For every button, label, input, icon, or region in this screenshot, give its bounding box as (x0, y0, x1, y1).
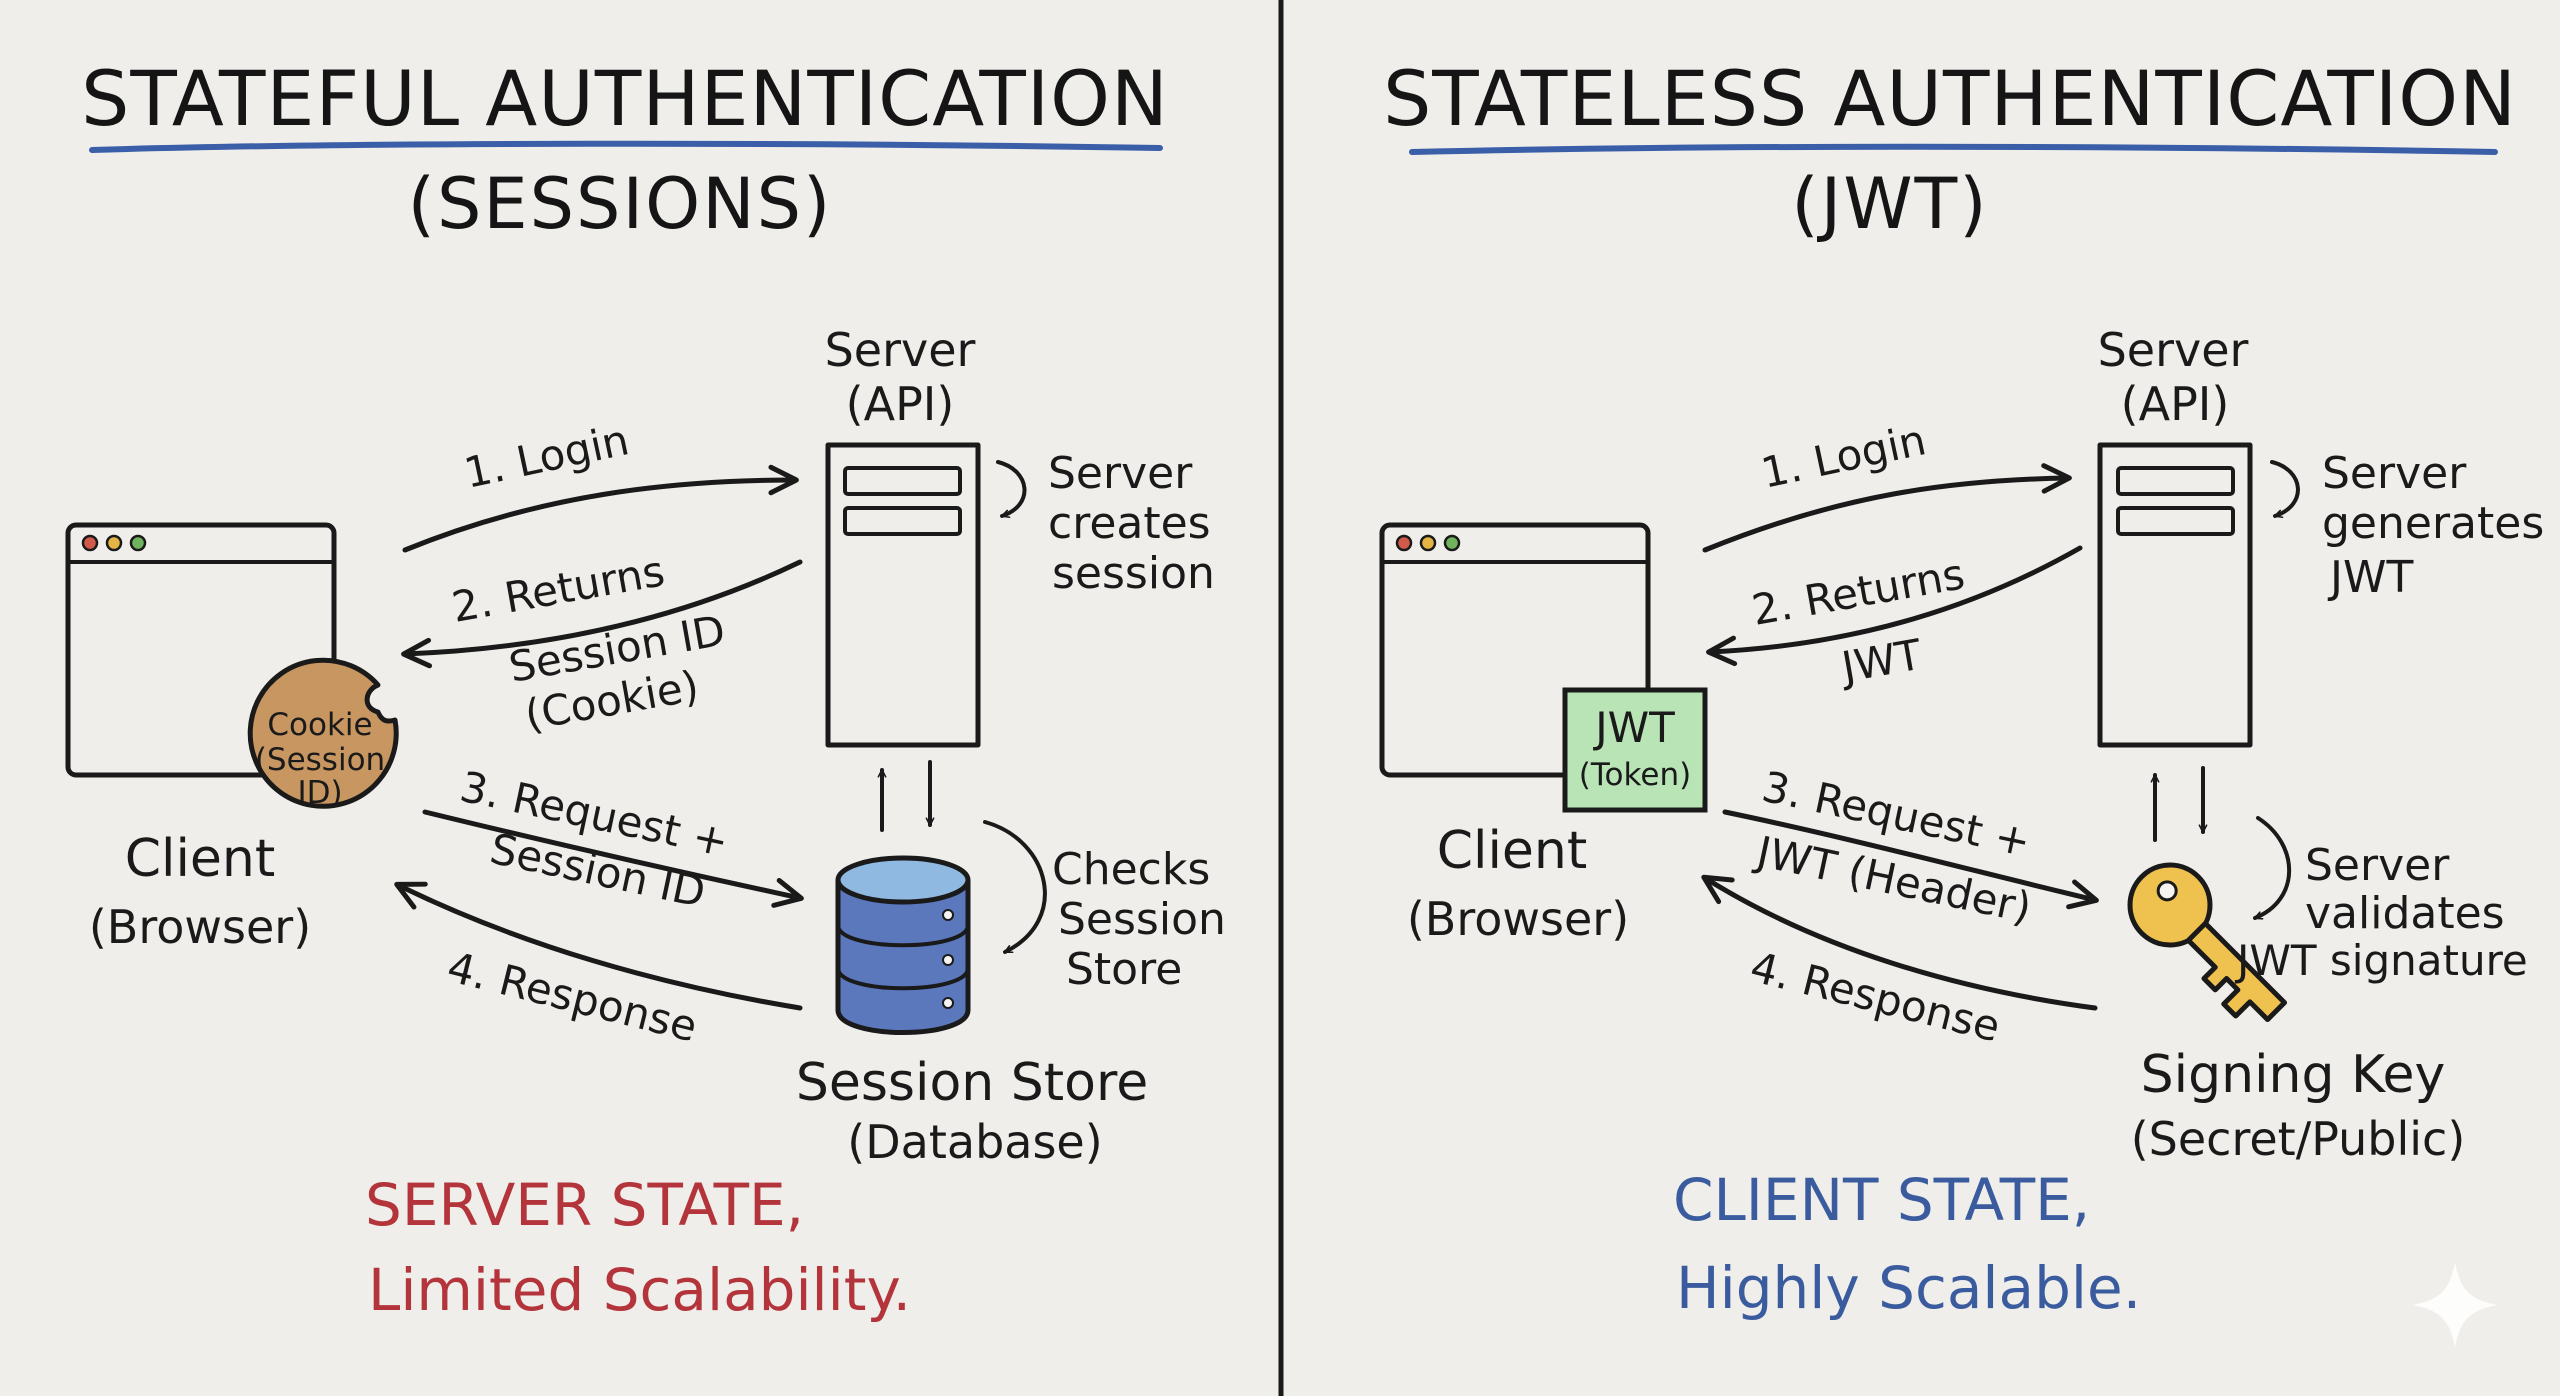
token-icon: JWT (Token) (1562, 687, 1708, 813)
stateful-step-login: 1. Login (460, 415, 633, 498)
response-arrow (394, 881, 803, 1011)
stateless-panel: STATELESS AUTHENTICATION (JWT) Server (A… (1379, 54, 2544, 1322)
stateless-key-note-line2: validates (2305, 888, 2505, 939)
login-arrow (1702, 463, 2072, 553)
browser-window-icon (1379, 522, 1651, 778)
stateless-step-login: 1. Login (1757, 415, 1930, 498)
stateful-subtitle: (SESSIONS) (408, 163, 833, 245)
request-arrow (1722, 809, 2099, 910)
response-arrow (1701, 874, 2098, 1011)
stateless-client-label: Client (1437, 821, 1588, 881)
returns-arrow (1706, 545, 2083, 667)
stateless-server-note-line3: JWT (2327, 552, 2413, 603)
stateful-store-note-line1: Checks (1052, 844, 1210, 895)
stateless-client-sublabel: (Browser) (1407, 892, 1629, 946)
curl-arrow-icon (996, 460, 1027, 519)
returns-arrow (401, 559, 803, 669)
request-arrow (422, 809, 804, 908)
cookie-icon: Cookie (Session ID) (247, 657, 399, 811)
sparkle-icon (2412, 1262, 2498, 1348)
database-icon (835, 855, 971, 1035)
stateful-step-returns: 2. Returns (448, 546, 668, 632)
stateful-store-sublabel: (Database) (847, 1115, 1102, 1169)
server-icon (2097, 442, 2253, 748)
token-line2: (Token) (1579, 757, 1691, 793)
curl-arrow-icon (2270, 460, 2300, 519)
stateless-conclusion-line1: CLIENT STATE, (1673, 1166, 2090, 1234)
stateful-title: STATEFUL AUTHENTICATION (81, 54, 1169, 143)
stateless-key-label: Signing Key (2141, 1045, 2446, 1105)
key-icon (2127, 862, 2288, 1023)
server-icon (825, 442, 981, 748)
stateful-server-note-line2: creates (1048, 498, 1211, 549)
stateful-server-note-line3: session (1052, 548, 1215, 599)
stateful-store-note-line2: Session (1058, 894, 1226, 945)
token-line1: JWT (1592, 703, 1675, 752)
stateless-step-returns-detail: JWT (1835, 630, 1925, 693)
stateless-title-underline (1409, 143, 2498, 155)
stateful-server-sublabel: (API) (846, 377, 955, 431)
stateless-conclusion-line2: Highly Scalable. (1676, 1254, 2141, 1322)
stateless-key-sublabel: (Secret/Public) (2131, 1112, 2466, 1166)
checks-curl-arrow-icon (983, 820, 1047, 954)
cookie-line3: ID) (297, 775, 342, 811)
stateful-step-response: 4. Response (443, 942, 702, 1051)
login-arrow (402, 464, 799, 553)
stateless-server-sublabel: (API) (2121, 377, 2230, 431)
cookie-line1: Cookie (267, 707, 372, 743)
browser-window-icon (65, 522, 337, 778)
stateful-client-label: Client (125, 829, 276, 889)
stateful-server-label: Server (825, 323, 976, 377)
stateless-server-note-line1: Server (2322, 448, 2467, 499)
stateful-store-note-line3: Store (1066, 944, 1182, 995)
stateful-store-label: Session Store (796, 1053, 1148, 1113)
stateless-subtitle: (JWT) (1791, 163, 1988, 245)
stateless-key-note-line3: JWT signature (2234, 936, 2528, 985)
stateful-panel: STATEFUL AUTHENTICATION (SESSIONS) Serve… (65, 54, 1226, 1324)
stateful-client-sublabel: (Browser) (89, 900, 311, 954)
stateful-server-note-line1: Server (1048, 448, 1193, 499)
stateless-server-label: Server (2098, 323, 2249, 377)
cookie-line2: (Session (255, 742, 385, 778)
stateless-key-note-line1: Server (2305, 840, 2450, 891)
stateless-server-note-line2: generates (2322, 498, 2544, 549)
stateful-conclusion-line1: SERVER STATE, (365, 1171, 804, 1239)
stateless-step-returns: 2. Returns (1748, 549, 1968, 635)
stateful-conclusion-line2: Limited Scalability. (368, 1256, 911, 1324)
stateless-title: STATELESS AUTHENTICATION (1383, 54, 2517, 143)
stateful-title-underline (89, 140, 1163, 153)
validates-curl-arrow-icon (2253, 816, 2292, 920)
